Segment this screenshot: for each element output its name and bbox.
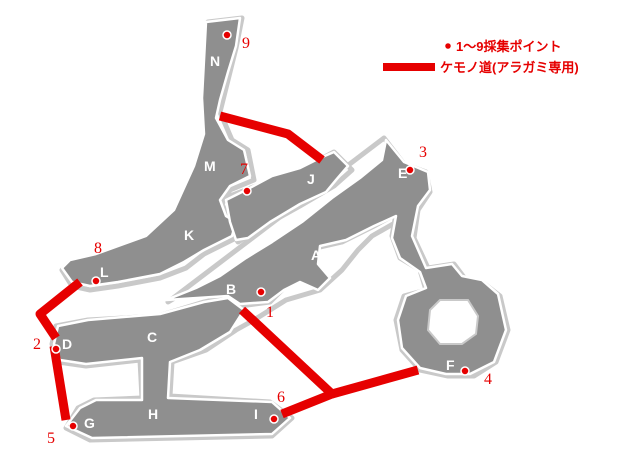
zone-label-g: G	[84, 415, 95, 431]
zone-label-c: C	[147, 329, 157, 345]
gather-point-9[interactable]	[222, 30, 232, 40]
gather-point-5[interactable]	[68, 421, 78, 431]
zone-label-e: E	[398, 165, 407, 181]
gather-label-8: 8	[94, 240, 102, 257]
area-west	[52, 296, 292, 440]
zone-label-m: M	[204, 158, 216, 174]
gather-label-3: 3	[419, 144, 427, 161]
area-shadows	[49, 15, 511, 443]
path-l-d	[35, 278, 83, 341]
path-d-g	[49, 345, 71, 421]
zone-label-f: F	[446, 357, 455, 373]
zone-label-i: I	[254, 406, 258, 422]
zone-label-d: D	[62, 336, 72, 352]
zone-label-n: N	[210, 53, 220, 69]
zone-labels: N M J E K A L B C D F H I G	[62, 53, 455, 431]
legend-point-icon	[443, 41, 453, 51]
gather-point-6[interactable]	[269, 414, 279, 424]
area-j	[224, 150, 350, 242]
gather-label-2: 2	[33, 336, 41, 353]
gather-points: 9 7 3 8 1 2 4 6 5	[33, 30, 492, 447]
gather-point-8[interactable]	[91, 276, 101, 286]
area-north-mk	[60, 16, 252, 288]
zone-label-h: H	[148, 406, 158, 422]
gather-point-1[interactable]	[256, 287, 266, 297]
area-central	[164, 138, 508, 376]
zone-label-a: A	[311, 247, 321, 263]
gather-point-2[interactable]	[51, 344, 61, 354]
gather-point-7[interactable]	[242, 186, 252, 196]
gather-label-6: 6	[277, 389, 285, 406]
zone-label-l: L	[100, 264, 109, 280]
legend-gather-label: 1～9採集ポイント	[456, 39, 561, 54]
path-m-j	[218, 111, 325, 164]
gather-label-4: 4	[484, 371, 492, 388]
legend-path-label: ケモノ道(アラガミ専用)	[440, 60, 579, 75]
legend-path-icon	[383, 63, 435, 71]
gather-label-9: 9	[242, 35, 250, 52]
gather-label-1: 1	[266, 304, 274, 321]
path-b-i	[238, 306, 337, 419]
ring-hole	[426, 299, 480, 345]
zone-label-j: J	[307, 171, 315, 187]
gather-point-3[interactable]	[405, 165, 415, 175]
animal-paths	[35, 111, 420, 421]
path-i-f	[330, 365, 420, 399]
zone-label-b: B	[226, 281, 236, 297]
legend: 1～9採集ポイント ケモノ道(アラガミ専用)	[383, 39, 579, 75]
gather-label-7: 7	[240, 161, 248, 178]
zone-label-k: K	[184, 227, 194, 243]
gather-label-5: 5	[47, 430, 55, 447]
gather-point-4[interactable]	[460, 366, 470, 376]
